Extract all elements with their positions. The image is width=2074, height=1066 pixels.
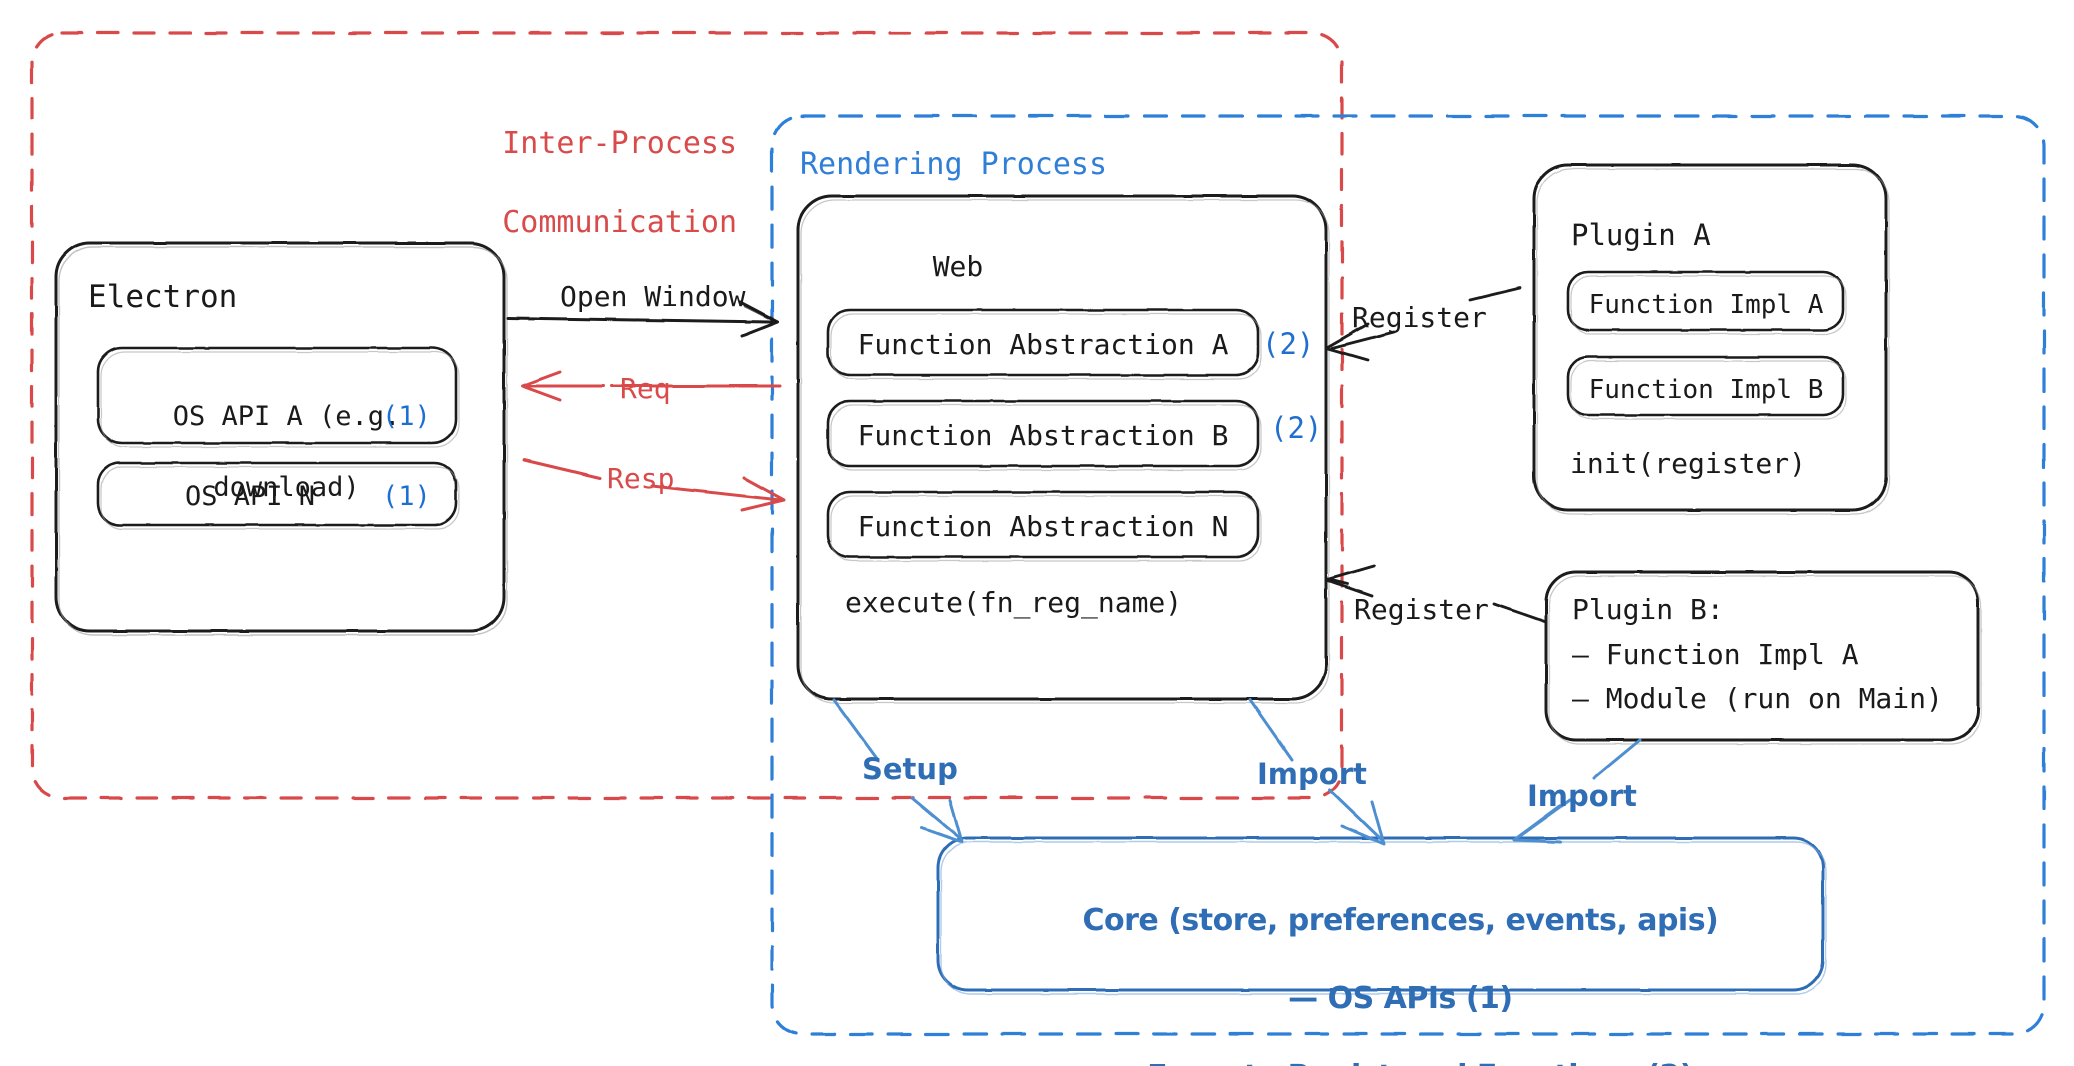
os-api-a-label: OS API A (e.g. download) [104, 363, 404, 541]
core-line-1: Core (store, preferences, events, apis) [1082, 903, 1719, 938]
import-center-label: Import [1257, 757, 1367, 791]
core-box-text: Core (store, preferences, events, apis) … [938, 862, 1823, 1066]
os-api-a-line2: download) [213, 471, 360, 503]
os-api-n-label: OS API N [184, 481, 316, 512]
ipc-label-line2: Communication [502, 204, 738, 240]
web-title: Web [932, 250, 984, 283]
plugin-b-item-1: — Module (run on Main) [1572, 682, 1943, 715]
electron-title: Electron [88, 279, 238, 315]
function-abstraction-b-marker: (2) [1270, 411, 1323, 445]
function-abstraction-n-label: Function Abstraction N [857, 510, 1229, 543]
plugin-a-item-1: Function Impl B [1588, 375, 1824, 405]
web-footer-execute: execute(fn_reg_name) [845, 586, 1183, 619]
register-top-label: Register [1352, 301, 1487, 334]
os-api-a-marker: (1) [382, 401, 431, 432]
setup-label: Setup [862, 752, 958, 786]
os-api-n-marker: (1) [382, 481, 431, 512]
os-api-a-line1: OS API A (e.g. [172, 400, 401, 432]
ipc-label-line1: Inter-Process [502, 125, 738, 161]
import-right-label: Import [1527, 779, 1637, 813]
req-label: Req [620, 372, 671, 405]
function-abstraction-b-label: Function Abstraction B [857, 419, 1229, 452]
function-abstraction-a-marker: (2) [1262, 327, 1315, 361]
plugin-b-title: Plugin B: [1572, 593, 1724, 626]
resp-label: Resp [607, 462, 675, 495]
open-window-label: Open Window [560, 280, 746, 313]
core-line-3: — Execute Registered Functions (2) [1108, 1059, 1694, 1066]
rendering-process-label: Rendering Process [800, 147, 1108, 182]
plugin-a-footer-init: init(register) [1570, 447, 1807, 480]
plugin-a-title: Plugin A [1571, 218, 1711, 252]
plugin-a-item-0: Function Impl A [1588, 290, 1824, 320]
plugin-b-item-0: — Function Impl A [1572, 638, 1859, 671]
core-line-2: — OS APIs (1) [1288, 981, 1513, 1016]
function-abstraction-a-label: Function Abstraction A [857, 328, 1229, 361]
register-bottom-label: Register [1354, 593, 1489, 626]
ipc-container-label: Inter-Process Communication [430, 84, 737, 282]
